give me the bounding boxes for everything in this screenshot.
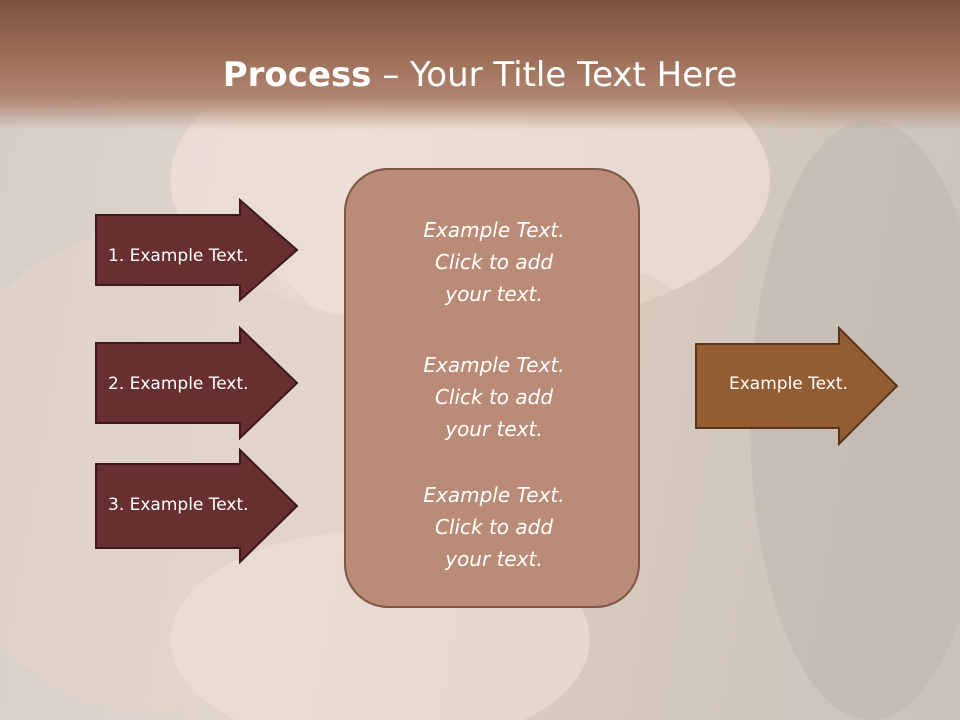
center-paragraph-1: Example Text. Click to add your text. (423, 218, 565, 306)
center-paragraph-2: Example Text. Click to add your text. (423, 353, 565, 441)
title-band (0, 0, 960, 130)
step-label-1: 1. Example Text. (108, 246, 249, 266)
slide-title-bold: Process (222, 55, 372, 95)
slide-title-rest: – Your Title Text Here (371, 55, 738, 95)
step-label-2: 2. Example Text. (108, 374, 249, 394)
output-arrow[interactable] (694, 326, 900, 446)
step-arrow-2[interactable] (94, 326, 300, 440)
center-text-box[interactable]: Example Text. Click to add your text. Ex… (344, 168, 640, 608)
step-arrow-1[interactable] (94, 198, 300, 302)
step-label-3: 3. Example Text. (108, 495, 249, 515)
slide-title[interactable]: Process – Your Title Text Here (0, 52, 960, 98)
step-arrow-3[interactable] (94, 448, 300, 564)
output-arrow-label: Example Text. (729, 374, 848, 394)
center-paragraph-3: Example Text. Click to add your text. (423, 483, 565, 571)
